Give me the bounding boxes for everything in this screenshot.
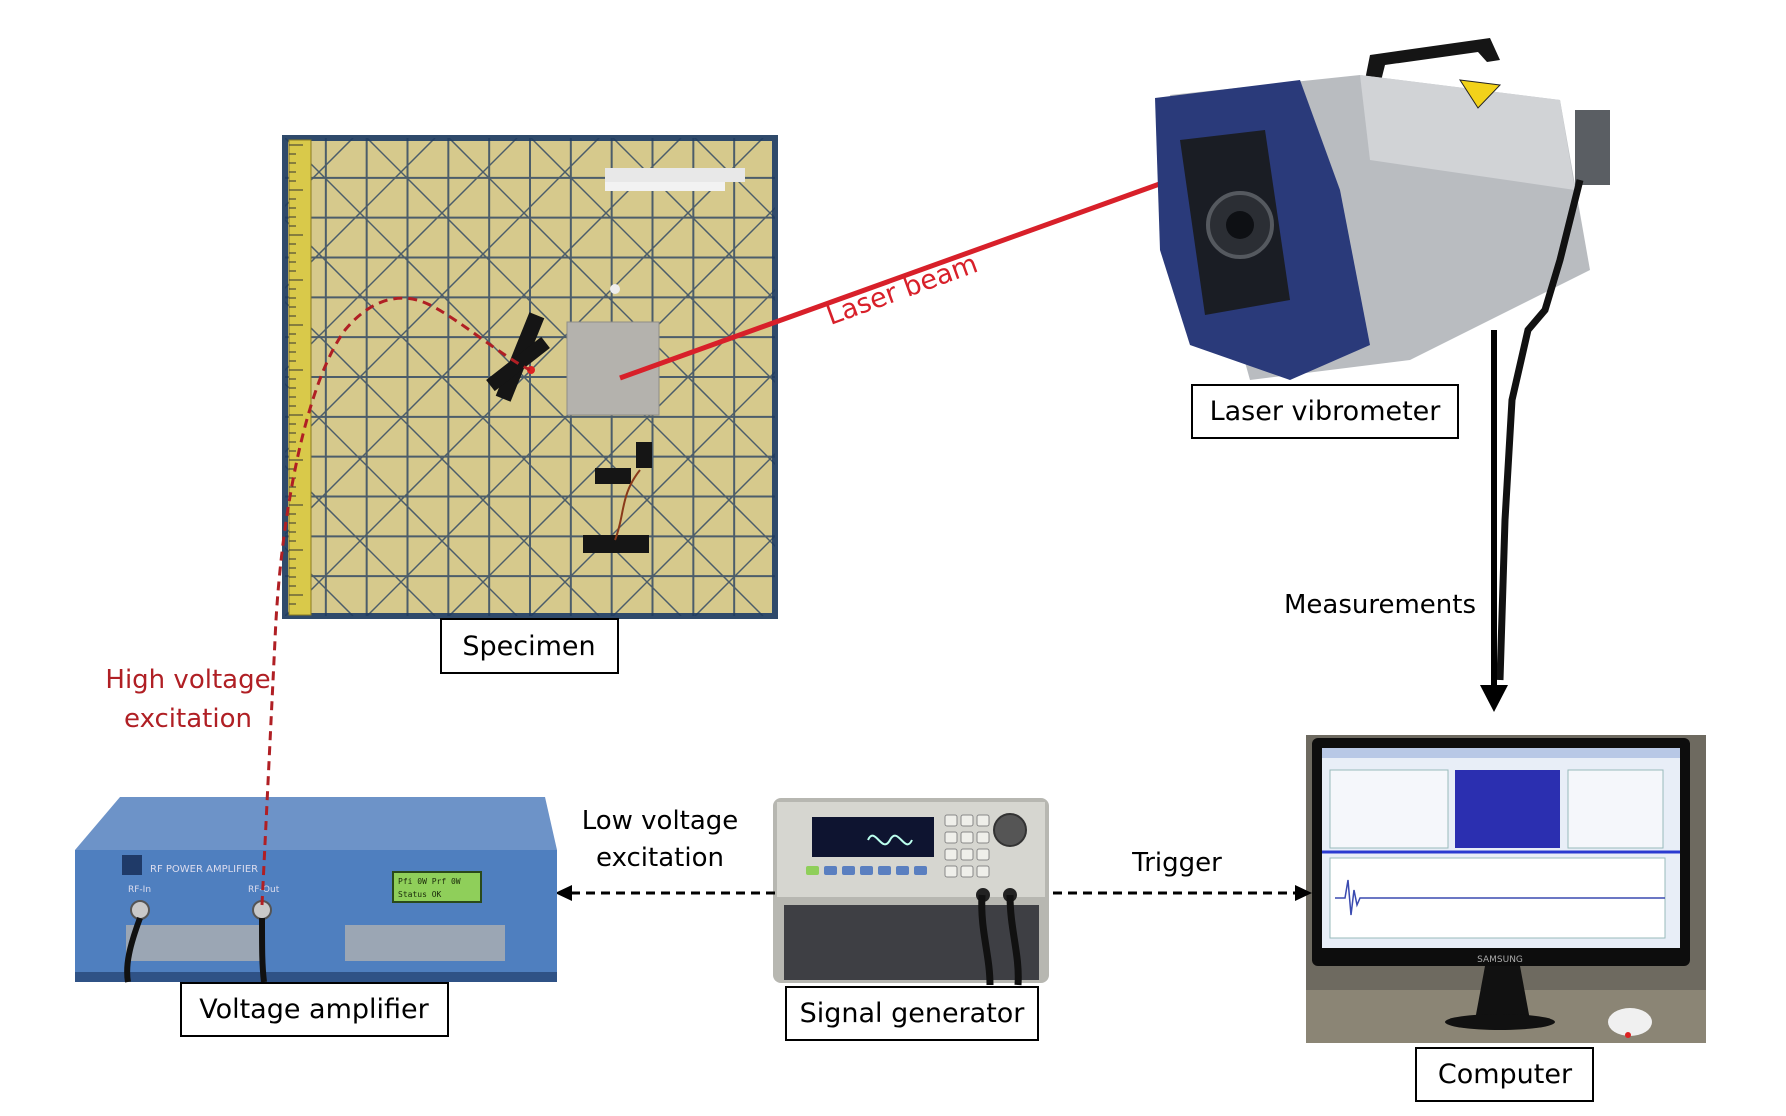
amplifier-display-line1: Pfi 0W Prf 0W — [398, 877, 461, 886]
specimen-photo — [282, 135, 778, 619]
specimen-label-box — [440, 618, 619, 674]
amplifier-name: RF POWER AMPLIFIER — [150, 864, 258, 875]
high-voltage-cable — [260, 296, 531, 906]
high-voltage-label-line1: High voltage — [105, 665, 270, 695]
low-voltage-label-line1: Low voltage — [582, 806, 739, 836]
low-voltage-label-line2: excitation — [596, 843, 724, 873]
high-voltage-label-line2: excitation — [124, 704, 252, 734]
signal-generator-label: Signal generator — [800, 998, 1026, 1029]
amplifier-port-in: RF-In — [128, 885, 151, 895]
voltage-amplifier-label: Voltage amplifier — [199, 994, 429, 1025]
measurements-arrowhead — [1480, 685, 1508, 712]
signal-generator-label-box — [785, 986, 1039, 1041]
voltage-amplifier-photo: RF POWER AMPLIFIER RF-In RF-Out Pfi 0W P… — [75, 797, 557, 983]
computer-label: Computer — [1438, 1059, 1573, 1090]
computer-photo: SAMSUNG — [1306, 735, 1706, 1043]
monitor-brand: SAMSUNG — [1477, 955, 1523, 965]
computer-label-box — [1415, 1047, 1594, 1102]
measurements-label: Measurements — [1284, 590, 1476, 620]
signal-generator-photo — [773, 798, 1049, 986]
low-voltage-arrowhead — [555, 885, 572, 901]
voltage-amplifier-label-box — [180, 982, 449, 1037]
trigger-label: Trigger — [1131, 848, 1222, 878]
laser-vibrometer-label-box — [1191, 384, 1459, 439]
laser-vibrometer-label: Laser vibrometer — [1210, 396, 1442, 427]
laser-vibrometer-photo — [1155, 38, 1610, 681]
amplifier-display-line2: Status OK — [398, 890, 442, 899]
trigger-arrowhead — [1295, 885, 1312, 901]
specimen-label: Specimen — [462, 631, 595, 662]
laser-beam-label: Laser beam — [822, 248, 982, 331]
